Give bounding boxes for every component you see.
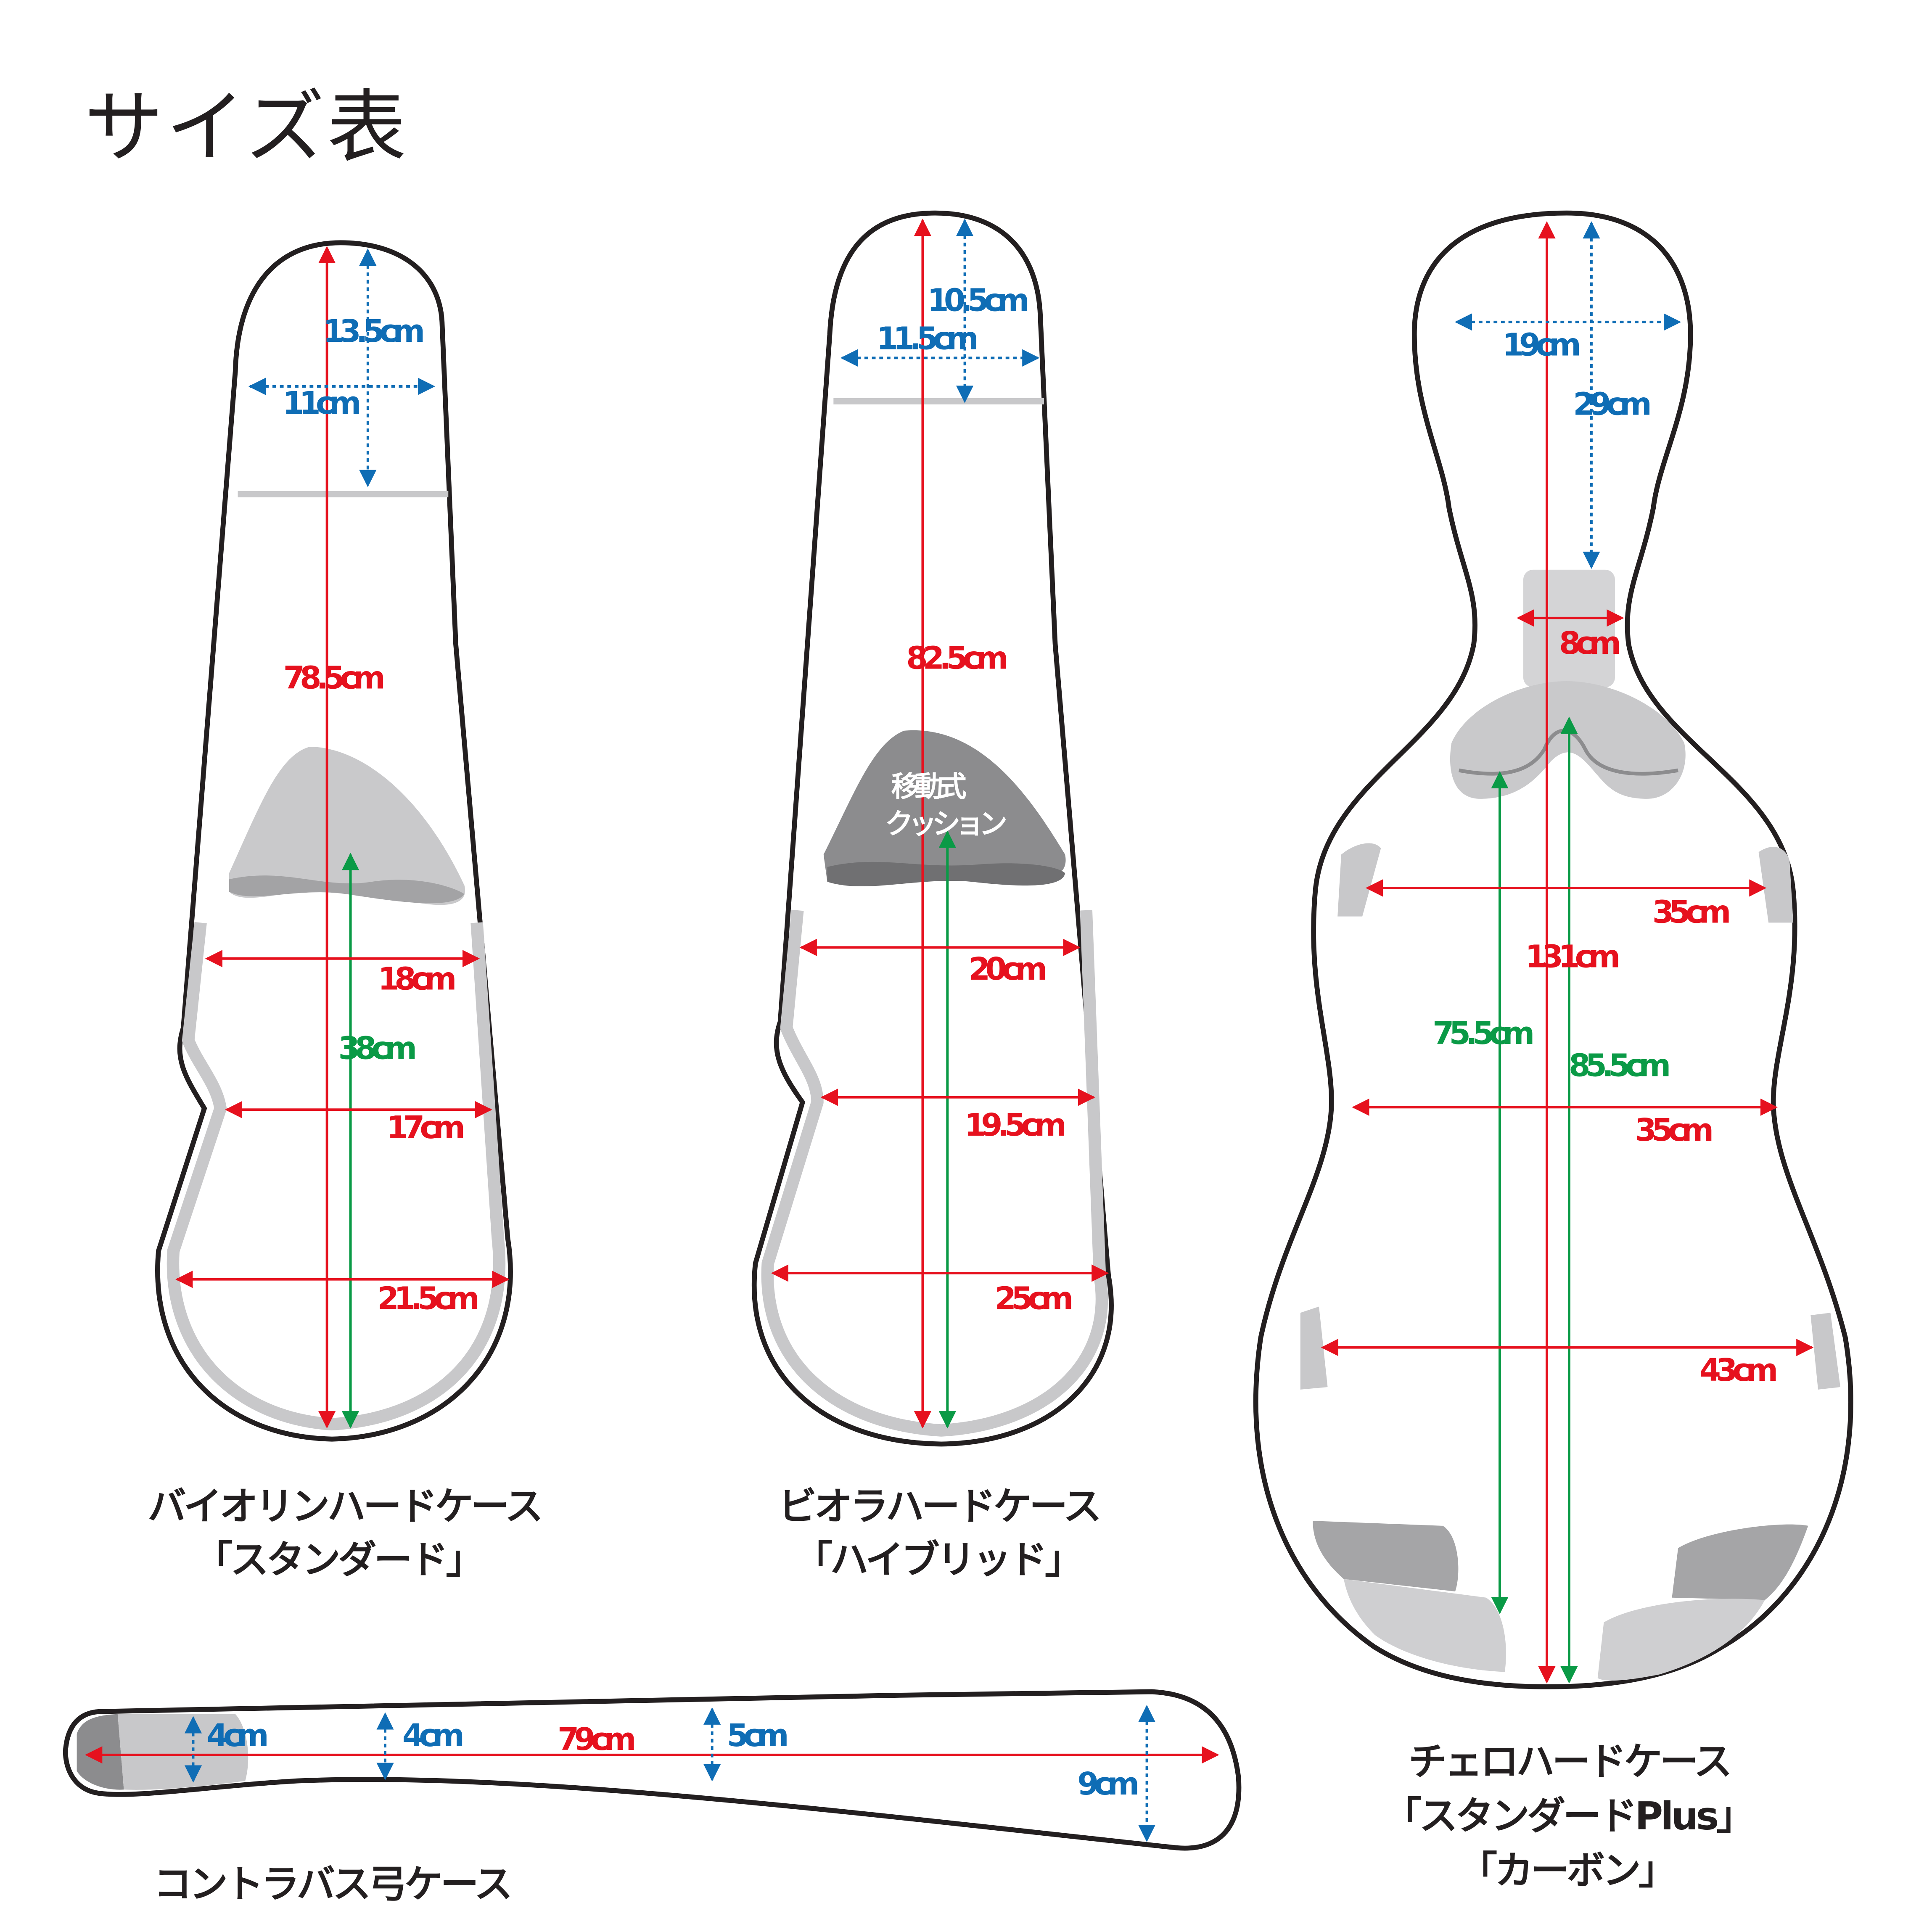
cello-lower-width-label: 43cm (1699, 1353, 1776, 1388)
viola-lining (761, 909, 1108, 1437)
cello-bottom-block-left-dark (1313, 1521, 1459, 1591)
cello-neck-width-label: 8cm (1559, 626, 1619, 661)
cello-head-width-label: 19cm (1502, 327, 1579, 363)
cello-pad-upper-left (1337, 843, 1381, 917)
cello-pad-upper-right (1758, 847, 1794, 923)
violin-case: 13.5cm 11cm 78.5cm 18cm 38cm 17cm 21.5cm… (148, 240, 543, 1582)
bow-case-outline (63, 1689, 1242, 1851)
violin-waist-width-label: 17cm (387, 1110, 463, 1146)
viola-cushion-label-line1: 移動式 (891, 770, 966, 803)
violin-inner-length-label: 38cm (338, 1031, 415, 1066)
viola-head-length-label: 10.5cm (927, 283, 1027, 318)
viola-waist-width-label: 19.5cm (965, 1107, 1064, 1143)
page-title: サイズ表 (84, 82, 409, 174)
violin-total-length-label: 78.5cm (283, 661, 383, 696)
bow-tip-height-label: 4cm (207, 1718, 267, 1754)
cello-caption-line3: 「カーボン」 (1459, 1848, 1674, 1893)
viola-total-length-label: 82.5cm (906, 641, 1006, 677)
cello-total-length-label: 131cm (1525, 939, 1618, 975)
cello-caption-line2: 「スタンダードPlus」 (1383, 1794, 1752, 1839)
viola-upper-width-label: 20cm (969, 951, 1045, 987)
violin-cushion (229, 747, 465, 905)
viola-caption-line2: 「ハイブリッド」 (794, 1537, 1081, 1582)
cello-bottom-block-left (1343, 1579, 1506, 1672)
violin-caption-line2: 「スタンダード」 (195, 1537, 482, 1582)
violin-lining (167, 922, 506, 1431)
cello-bottom-block-right-dark (1672, 1524, 1808, 1600)
violin-head-length-label: 13.5cm (323, 314, 423, 349)
viola-lower-width-label: 25cm (995, 1281, 1071, 1316)
cello-upper-width-label: 35cm (1652, 894, 1729, 930)
bow-caption: コントラバス弓ケース (153, 1862, 510, 1907)
bow-case-tip-dark (77, 1714, 124, 1790)
bow-mid-height-2-label: 5cm (727, 1718, 787, 1754)
cello-inner-length-a-label: 75.5cm (1432, 1016, 1532, 1052)
bow-mid-height-1-label: 4cm (402, 1718, 462, 1754)
viola-cushion-label-line2: クッション (885, 807, 1006, 840)
violin-upper-width-label: 18cm (378, 961, 455, 997)
violin-lower-width-label: 21.5cm (378, 1281, 477, 1316)
cello-waist-width-label: 35cm (1635, 1113, 1712, 1148)
cello-head-length-label: 29cm (1573, 387, 1649, 423)
cello-case: 19cm 29cm 8cm 35cm 131cm 75.5cm 85.5cm 3… (1253, 210, 1853, 1893)
viola-cushion (823, 730, 1066, 885)
cello-bottom-block-right (1597, 1599, 1765, 1681)
cello-caption-line1: チェロハードケース (1409, 1739, 1730, 1784)
bow-case: 4cm 4cm 79cm 5cm 9cm コントラバス弓ケース (63, 1689, 1242, 1907)
viola-case: 10.5cm 11.5cm 82.5cm 移動式 クッション 20cm 19.5… (751, 210, 1114, 1582)
bow-total-length-label: 79cm (558, 1722, 634, 1758)
violin-caption-line1: バイオリンハードケース (148, 1484, 541, 1529)
viola-head-width-label: 11.5cm (877, 321, 976, 357)
violin-head-width-label: 11cm (283, 386, 359, 421)
viola-caption-line1: ビオラハードケース (778, 1484, 1099, 1529)
cello-pad-lower-right (1810, 1313, 1841, 1390)
cello-inner-length-b-label: 85.5cm (1569, 1048, 1668, 1084)
bow-frog-height-label: 9cm (1077, 1766, 1137, 1802)
cello-pad-lower-left (1300, 1306, 1328, 1390)
